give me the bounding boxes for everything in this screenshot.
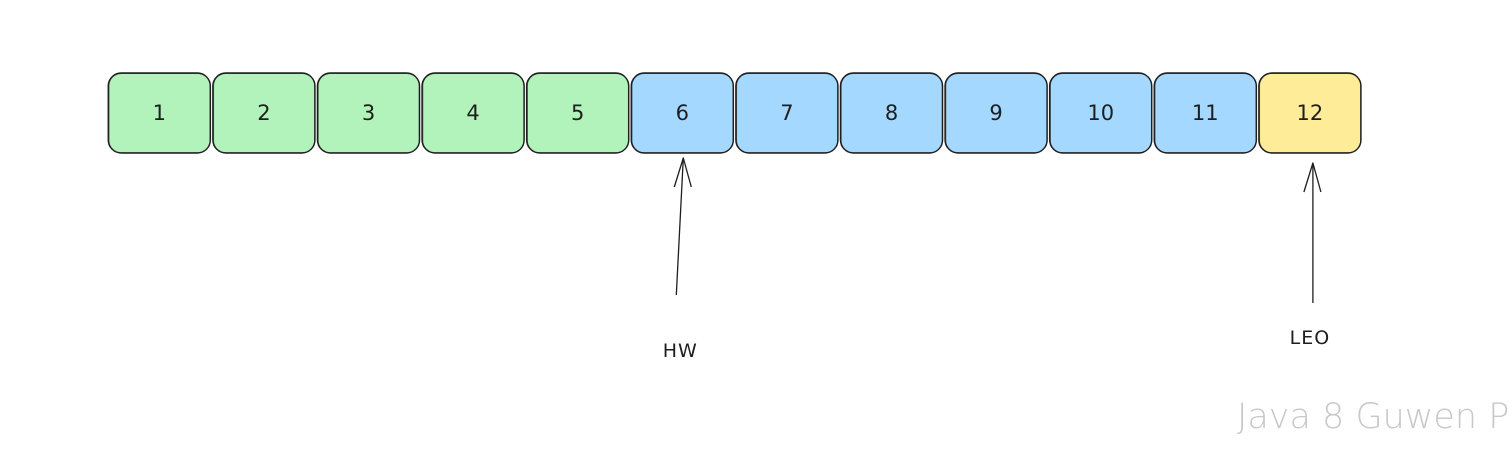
pointer-arrow-head (1303, 162, 1322, 193)
pointer-arrow-head (673, 157, 692, 188)
log-cell-label: 6 (676, 101, 689, 125)
log-cell-8: 8 (839, 72, 944, 154)
log-cell-4: 4 (421, 72, 525, 154)
log-cell-7: 7 (735, 72, 839, 154)
log-cell-label: 3 (362, 101, 375, 125)
log-cell-label: 8 (885, 101, 898, 125)
log-cell-label: 12 (1297, 101, 1324, 125)
watermark-text: Java 8 Guwen P (1237, 397, 1509, 437)
log-cell-2: 2 (212, 72, 316, 154)
log-cell-label: 10 (1087, 101, 1114, 125)
log-cell-1: 1 (107, 72, 212, 154)
log-cell-5: 5 (525, 72, 630, 154)
pointer-arrow-shaft (675, 157, 684, 296)
pointer-label: LEO (1290, 327, 1331, 349)
log-cell-10: 10 (1048, 72, 1153, 154)
log-cell-12: 12 (1258, 72, 1362, 154)
log-cell-label: 1 (153, 101, 166, 125)
log-cell-sketch-outline (317, 73, 420, 153)
pointer-label: HW (663, 340, 698, 362)
log-cell-sketch-outline (1050, 73, 1152, 153)
log-cell-label: 4 (466, 101, 479, 125)
log-cell-sketch-outline (422, 73, 525, 153)
log-cell-6: 6 (630, 72, 735, 154)
log-cell-sketch-outline (631, 73, 734, 153)
log-cell-sketch-outline (736, 73, 838, 153)
pointer-hw: HW (663, 157, 698, 362)
log-cell-sketch-outline (527, 73, 629, 153)
log-cell-11: 11 (1153, 72, 1258, 154)
log-cell-label: 2 (257, 101, 270, 125)
log-cell-sketch-outline (1154, 73, 1257, 153)
log-cell-label: 9 (989, 101, 1002, 125)
log-cell-label: 7 (780, 101, 793, 125)
log-cell-sketch-outline (1259, 73, 1361, 153)
log-cell-sketch-outline (945, 73, 1048, 153)
log-cell-sketch-outline (213, 73, 315, 153)
log-pointers: HW LEO (663, 157, 1331, 362)
log-cell-3: 3 (316, 72, 421, 154)
log-cell-9: 9 (944, 72, 1048, 154)
log-cell-sketch-outline (840, 73, 943, 153)
pointer-leo: LEO (1290, 162, 1331, 349)
log-cell-label: 5 (571, 101, 584, 125)
log-cell-sketch-outline (108, 73, 211, 153)
log-cell-label: 11 (1192, 101, 1219, 125)
